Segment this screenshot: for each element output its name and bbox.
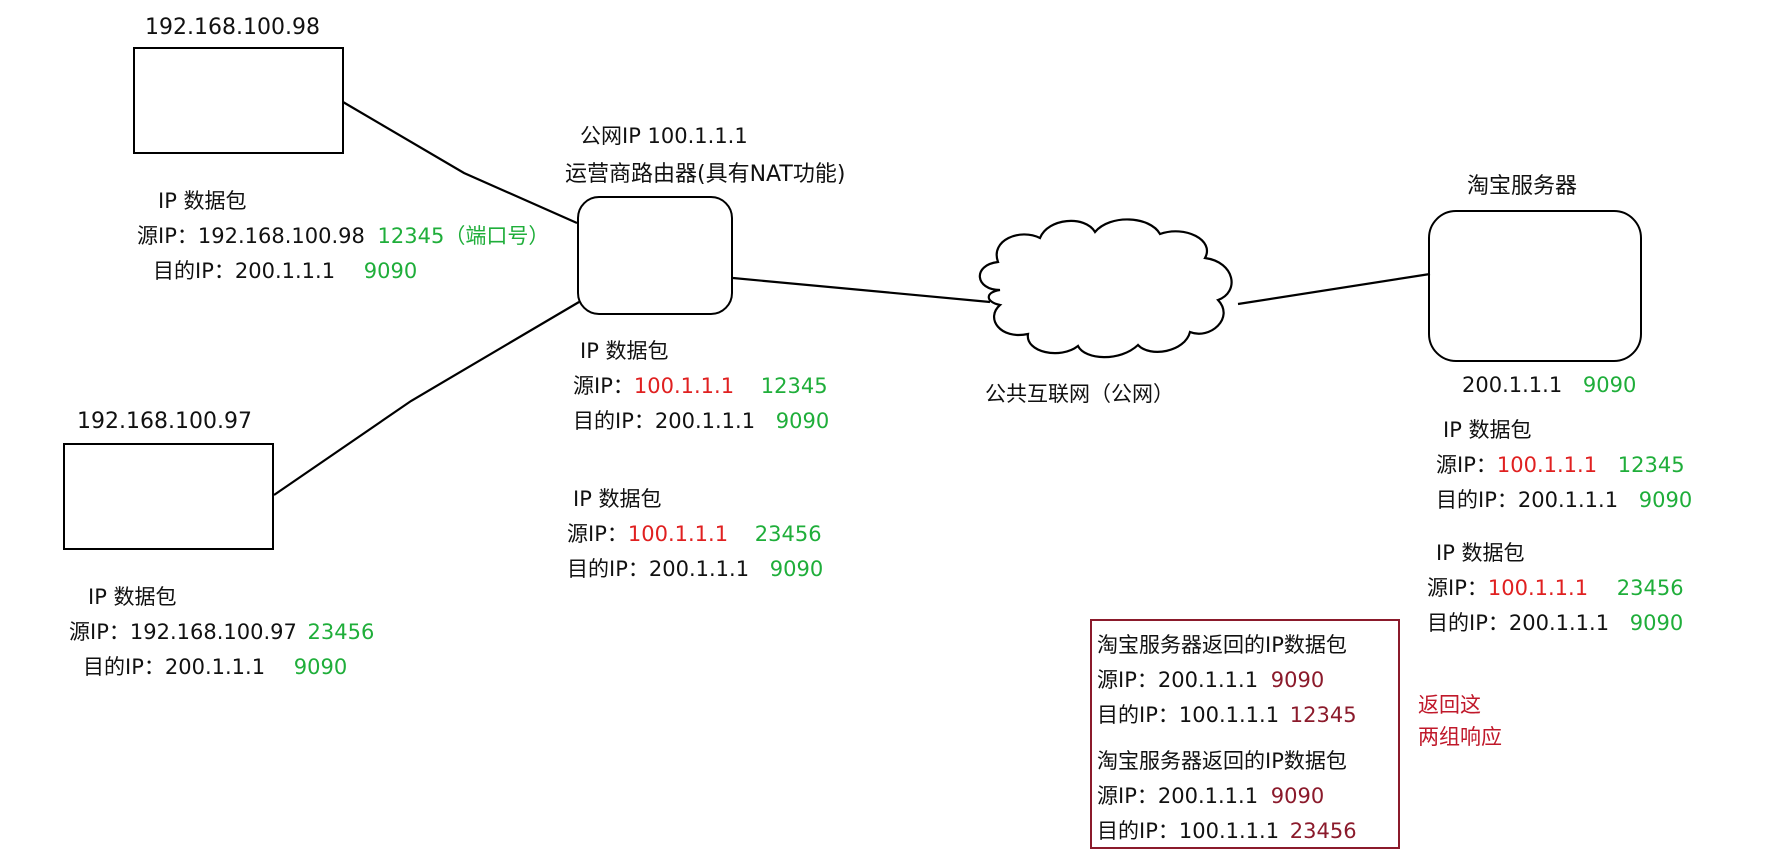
r1-dst-line: 目的IP：100.1.1.1 12345 <box>1097 702 1357 728</box>
p98-title: IP 数据包 <box>158 189 247 213</box>
server1-dst-port: 9090 <box>1638 488 1693 512</box>
p97-src-port: 23456 <box>307 620 375 644</box>
server1-dst-label: 目的IP： <box>1436 488 1518 512</box>
server1-dst-ip: 200.1.1.1 <box>1517 488 1619 512</box>
router2-dst-port: 9090 <box>769 557 824 581</box>
router1-src-line: 源IP：100.1.1.1 12345 <box>573 373 828 399</box>
link-host97-router <box>273 301 580 496</box>
server-address: 200.1.1.1 9090 <box>1462 372 1636 398</box>
server2-dst-ip: 200.1.1.1 <box>1508 611 1610 635</box>
p98-dst-port: 9090 <box>363 259 418 283</box>
r2-title: 淘宝服务器返回的IP数据包 <box>1097 749 1347 773</box>
r1-dst-label: 目的IP： <box>1097 703 1179 727</box>
router1-title: IP 数据包 <box>580 339 669 363</box>
r2-src-line: 源IP：200.1.1.1 9090 <box>1097 783 1324 809</box>
server2-dst-line: 目的IP：200.1.1.1 9090 <box>1427 610 1683 636</box>
server-name: 淘宝服务器 <box>1467 174 1578 199</box>
p97-src-line: 源IP：192.168.100.97 23456 <box>69 619 374 645</box>
p98-dst-label: 目的IP： <box>153 259 235 283</box>
router2-src-port: 23456 <box>754 522 822 546</box>
r1-title: 淘宝服务器返回的IP数据包 <box>1097 633 1347 657</box>
p98-dst-ip: 200.1.1.1 <box>234 259 336 283</box>
response-box <box>1090 619 1400 849</box>
p98-src-label: 源IP： <box>137 224 198 248</box>
p97-dst-line: 目的IP：200.1.1.1 9090 <box>83 654 347 680</box>
server2-dst-port: 9090 <box>1629 611 1684 635</box>
host98-box[interactable] <box>133 47 344 154</box>
router2-src-line: 源IP：100.1.1.1 23456 <box>567 521 822 547</box>
router2-dst-line: 目的IP：200.1.1.1 9090 <box>567 556 823 582</box>
router1-src-label: 源IP： <box>573 374 634 398</box>
p98-dst-line: 目的IP：200.1.1.1 9090 <box>153 258 417 284</box>
r2-src-ip: 200.1.1.1 <box>1157 784 1259 808</box>
router-box[interactable] <box>577 196 733 315</box>
router1-dst-ip: 200.1.1.1 <box>654 409 756 433</box>
r2-src-label: 源IP： <box>1097 784 1158 808</box>
response-note-line1: 返回这 <box>1418 693 1481 717</box>
router1-dst-line: 目的IP：200.1.1.1 9090 <box>573 408 829 434</box>
r2-dst-port: 23456 <box>1289 819 1357 843</box>
link-internet-server <box>1237 272 1431 306</box>
router1-dst-port: 9090 <box>775 409 830 433</box>
r2-dst-ip: 100.1.1.1 <box>1178 819 1280 843</box>
p97-src-label: 源IP： <box>69 620 130 644</box>
router2-src-label: 源IP： <box>567 522 628 546</box>
r1-dst-ip: 100.1.1.1 <box>1178 703 1280 727</box>
response-note-line2: 两组响应 <box>1418 725 1502 749</box>
server-port: 9090 <box>1582 373 1637 397</box>
router2-dst-ip: 200.1.1.1 <box>648 557 750 581</box>
host97-box[interactable] <box>63 443 274 550</box>
p97-dst-label: 目的IP： <box>83 655 165 679</box>
server2-src-line: 源IP：100.1.1.1 23456 <box>1427 575 1684 601</box>
server2-title: IP 数据包 <box>1436 541 1525 565</box>
r1-src-line: 源IP：200.1.1.1 9090 <box>1097 667 1324 693</box>
p97-title: IP 数据包 <box>88 585 177 609</box>
router2-title: IP 数据包 <box>573 487 662 511</box>
server1-src-port: 12345 <box>1617 453 1685 477</box>
router-name: 运营商路由器(具有NAT功能) <box>565 162 846 187</box>
host97-ip-label: 192.168.100.97 <box>77 409 252 434</box>
r1-src-ip: 200.1.1.1 <box>1157 668 1259 692</box>
r1-src-label: 源IP： <box>1097 668 1158 692</box>
p98-src-line: 源IP：192.168.100.98 12345（端口号） <box>137 223 549 249</box>
router2-dst-label: 目的IP： <box>567 557 649 581</box>
r2-src-port: 9090 <box>1270 784 1325 808</box>
router1-dst-label: 目的IP： <box>573 409 655 433</box>
router1-src-ip: 100.1.1.1 <box>633 374 735 398</box>
router-public-ip: 公网IP 100.1.1.1 <box>580 124 748 148</box>
router1-src-port: 12345 <box>760 374 828 398</box>
server1-title: IP 数据包 <box>1443 418 1532 442</box>
server2-src-label: 源IP： <box>1427 576 1488 600</box>
r1-dst-port: 12345 <box>1289 703 1357 727</box>
server1-src-label: 源IP： <box>1436 453 1497 477</box>
p98-src-ip: 192.168.100.98 <box>197 224 365 248</box>
p98-src-port: 12345（端口号） <box>377 224 550 248</box>
link-router-internet <box>732 276 991 304</box>
p97-dst-ip: 200.1.1.1 <box>164 655 266 679</box>
router2-src-ip: 100.1.1.1 <box>627 522 729 546</box>
server1-dst-line: 目的IP：200.1.1.1 9090 <box>1436 487 1692 513</box>
server2-dst-label: 目的IP： <box>1427 611 1509 635</box>
server1-src-line: 源IP：100.1.1.1 12345 <box>1436 452 1685 478</box>
r2-dst-line: 目的IP：100.1.1.1 23456 <box>1097 818 1357 844</box>
cloud-icon <box>978 218 1233 359</box>
p97-src-ip: 192.168.100.97 <box>129 620 297 644</box>
server1-src-ip: 100.1.1.1 <box>1496 453 1598 477</box>
internet-label: 公共互联网（公网） <box>985 382 1174 406</box>
r1-src-port: 9090 <box>1270 668 1325 692</box>
p97-dst-port: 9090 <box>293 655 348 679</box>
server2-src-ip: 100.1.1.1 <box>1487 576 1589 600</box>
host98-ip-label: 192.168.100.98 <box>145 15 320 40</box>
server2-src-port: 23456 <box>1616 576 1684 600</box>
server-ip: 200.1.1.1 <box>1462 373 1563 397</box>
r2-dst-label: 目的IP： <box>1097 819 1179 843</box>
server-box[interactable] <box>1428 210 1642 362</box>
link-host98-router <box>342 101 578 225</box>
